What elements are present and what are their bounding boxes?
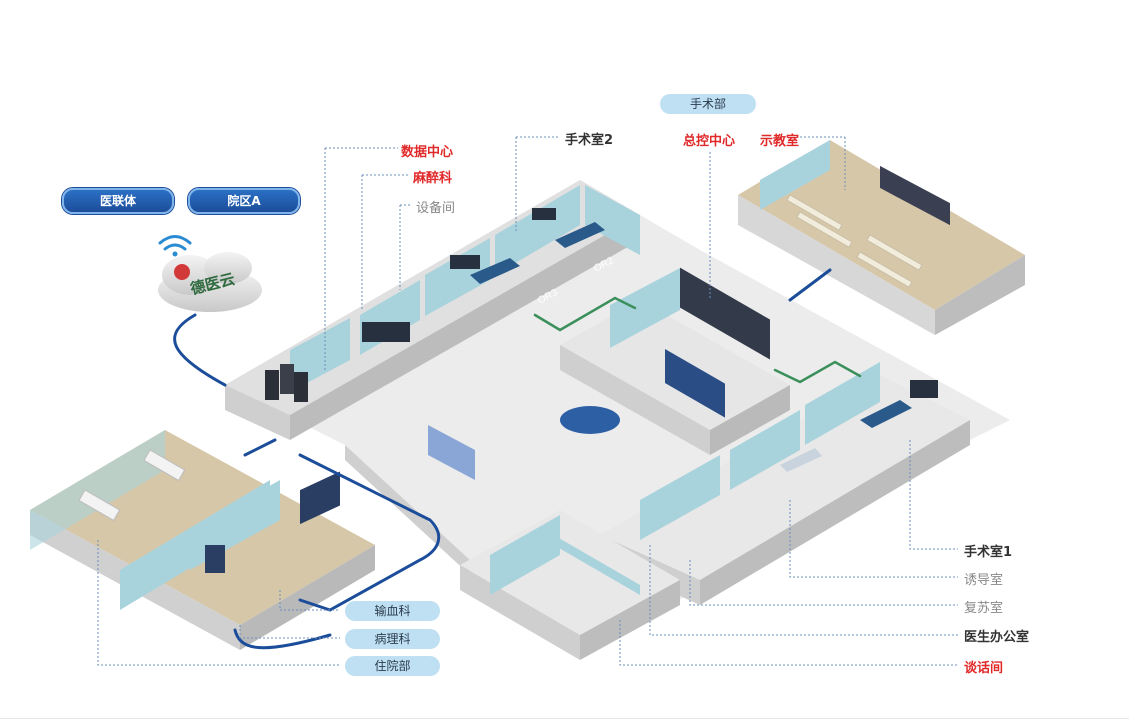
teaching-room — [738, 140, 1025, 335]
data-center-label[interactable]: 数据中心 — [401, 145, 454, 160]
pathology-pill[interactable]: 病理科 — [345, 629, 440, 649]
surgery-dept-pill: 手术部 — [660, 94, 756, 114]
transfusion-pill[interactable]: 输血科 — [345, 601, 440, 621]
or1-label[interactable]: 手术室1 — [964, 545, 1013, 560]
leader-lines — [97, 136, 958, 666]
inpatient-pill[interactable]: 住院部 — [345, 656, 440, 676]
talk-room-label[interactable]: 谈话间 — [964, 661, 1004, 676]
bottom-divider — [0, 718, 1129, 719]
left-wing — [30, 430, 375, 650]
cloud-icon — [158, 252, 262, 312]
control-center — [560, 267, 790, 455]
main-door — [428, 425, 475, 480]
anesthesia-label[interactable]: 麻醉科 — [413, 171, 453, 186]
equipment-room-label[interactable]: 设备间 — [416, 201, 456, 216]
induction-room-label[interactable]: 诱导室 — [964, 573, 1004, 588]
consortium-button[interactable]: 医联体 — [62, 188, 174, 214]
teaching-room-label[interactable]: 示教室 — [760, 134, 800, 149]
office-block — [460, 510, 680, 660]
wifi-icon — [158, 235, 192, 257]
surgery-row: OR2 OR3 — [225, 180, 640, 440]
doctor-office-label[interactable]: 医生办公室 — [964, 630, 1030, 645]
or2-label[interactable]: 手术室2 — [565, 133, 614, 148]
control-center-label[interactable]: 总控中心 — [683, 134, 736, 149]
campus-a-button[interactable]: 院区A — [188, 188, 300, 214]
recovery-room-label[interactable]: 复苏室 — [964, 601, 1004, 616]
network-links — [173, 268, 862, 650]
